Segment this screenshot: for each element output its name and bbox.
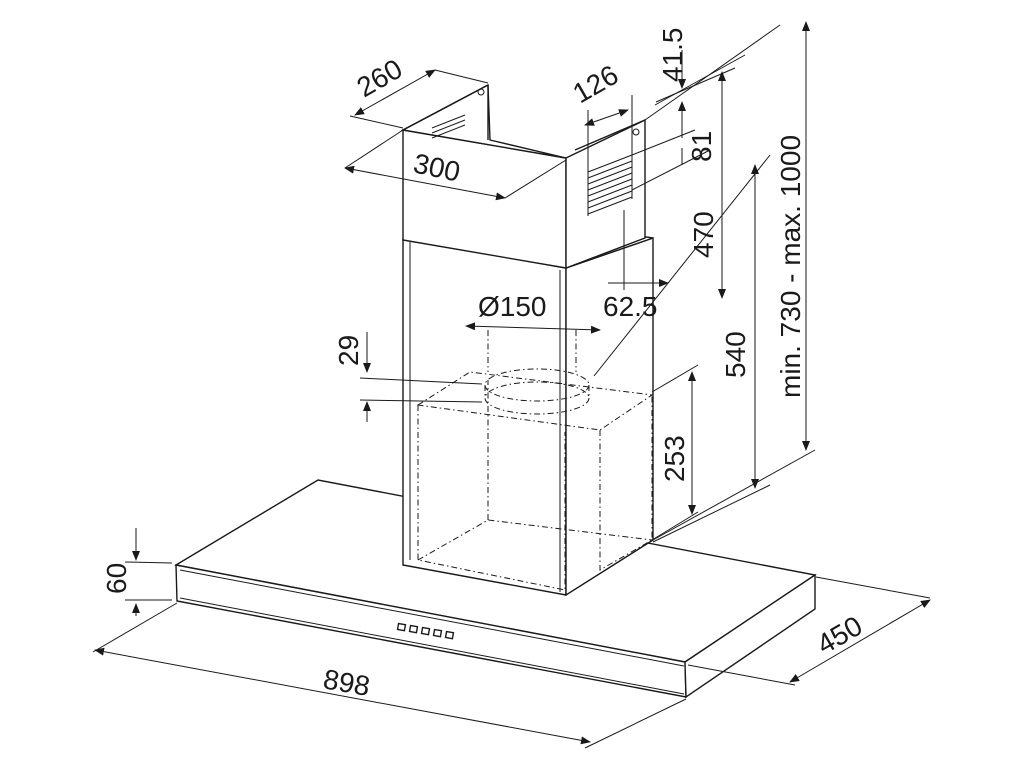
dim-470: 470	[655, 67, 736, 299]
dim-outlet-diameter: Ø150	[465, 291, 601, 334]
dim-60-label: 60	[101, 563, 132, 594]
dim-62-5-label: 62.5	[603, 291, 658, 322]
dim-total-height-label: min. 730 - max. 1000	[775, 135, 806, 398]
dim-260-label: 260	[352, 53, 408, 103]
dim-540: 540	[593, 154, 771, 543]
vent-grille-left	[431, 114, 466, 139]
dim-450-label: 450	[812, 610, 868, 660]
dim-253: 253	[651, 364, 699, 541]
dim-outlet-diameter-label: Ø150	[478, 291, 547, 322]
dim-126-label: 126	[568, 59, 624, 109]
chimney-lower	[402, 212, 654, 597]
dim-29: 29	[333, 332, 483, 422]
dim-41-5-label: 41.5	[657, 28, 688, 83]
dim-62-5: 62.5	[603, 210, 669, 322]
dim-total-height: min. 730 - max. 1000	[652, 21, 816, 541]
dim-81: 81	[631, 115, 717, 191]
dim-470-label: 470	[688, 211, 719, 258]
dim-540-label: 540	[720, 331, 751, 378]
vent-grille-right	[587, 153, 633, 216]
dim-60: 60	[101, 528, 173, 616]
dim-898-label: 898	[321, 663, 372, 702]
dim-81-label: 81	[686, 131, 717, 162]
control-buttons	[396, 622, 455, 640]
dim-253-label: 253	[659, 435, 690, 482]
dim-29-label: 29	[333, 335, 364, 366]
